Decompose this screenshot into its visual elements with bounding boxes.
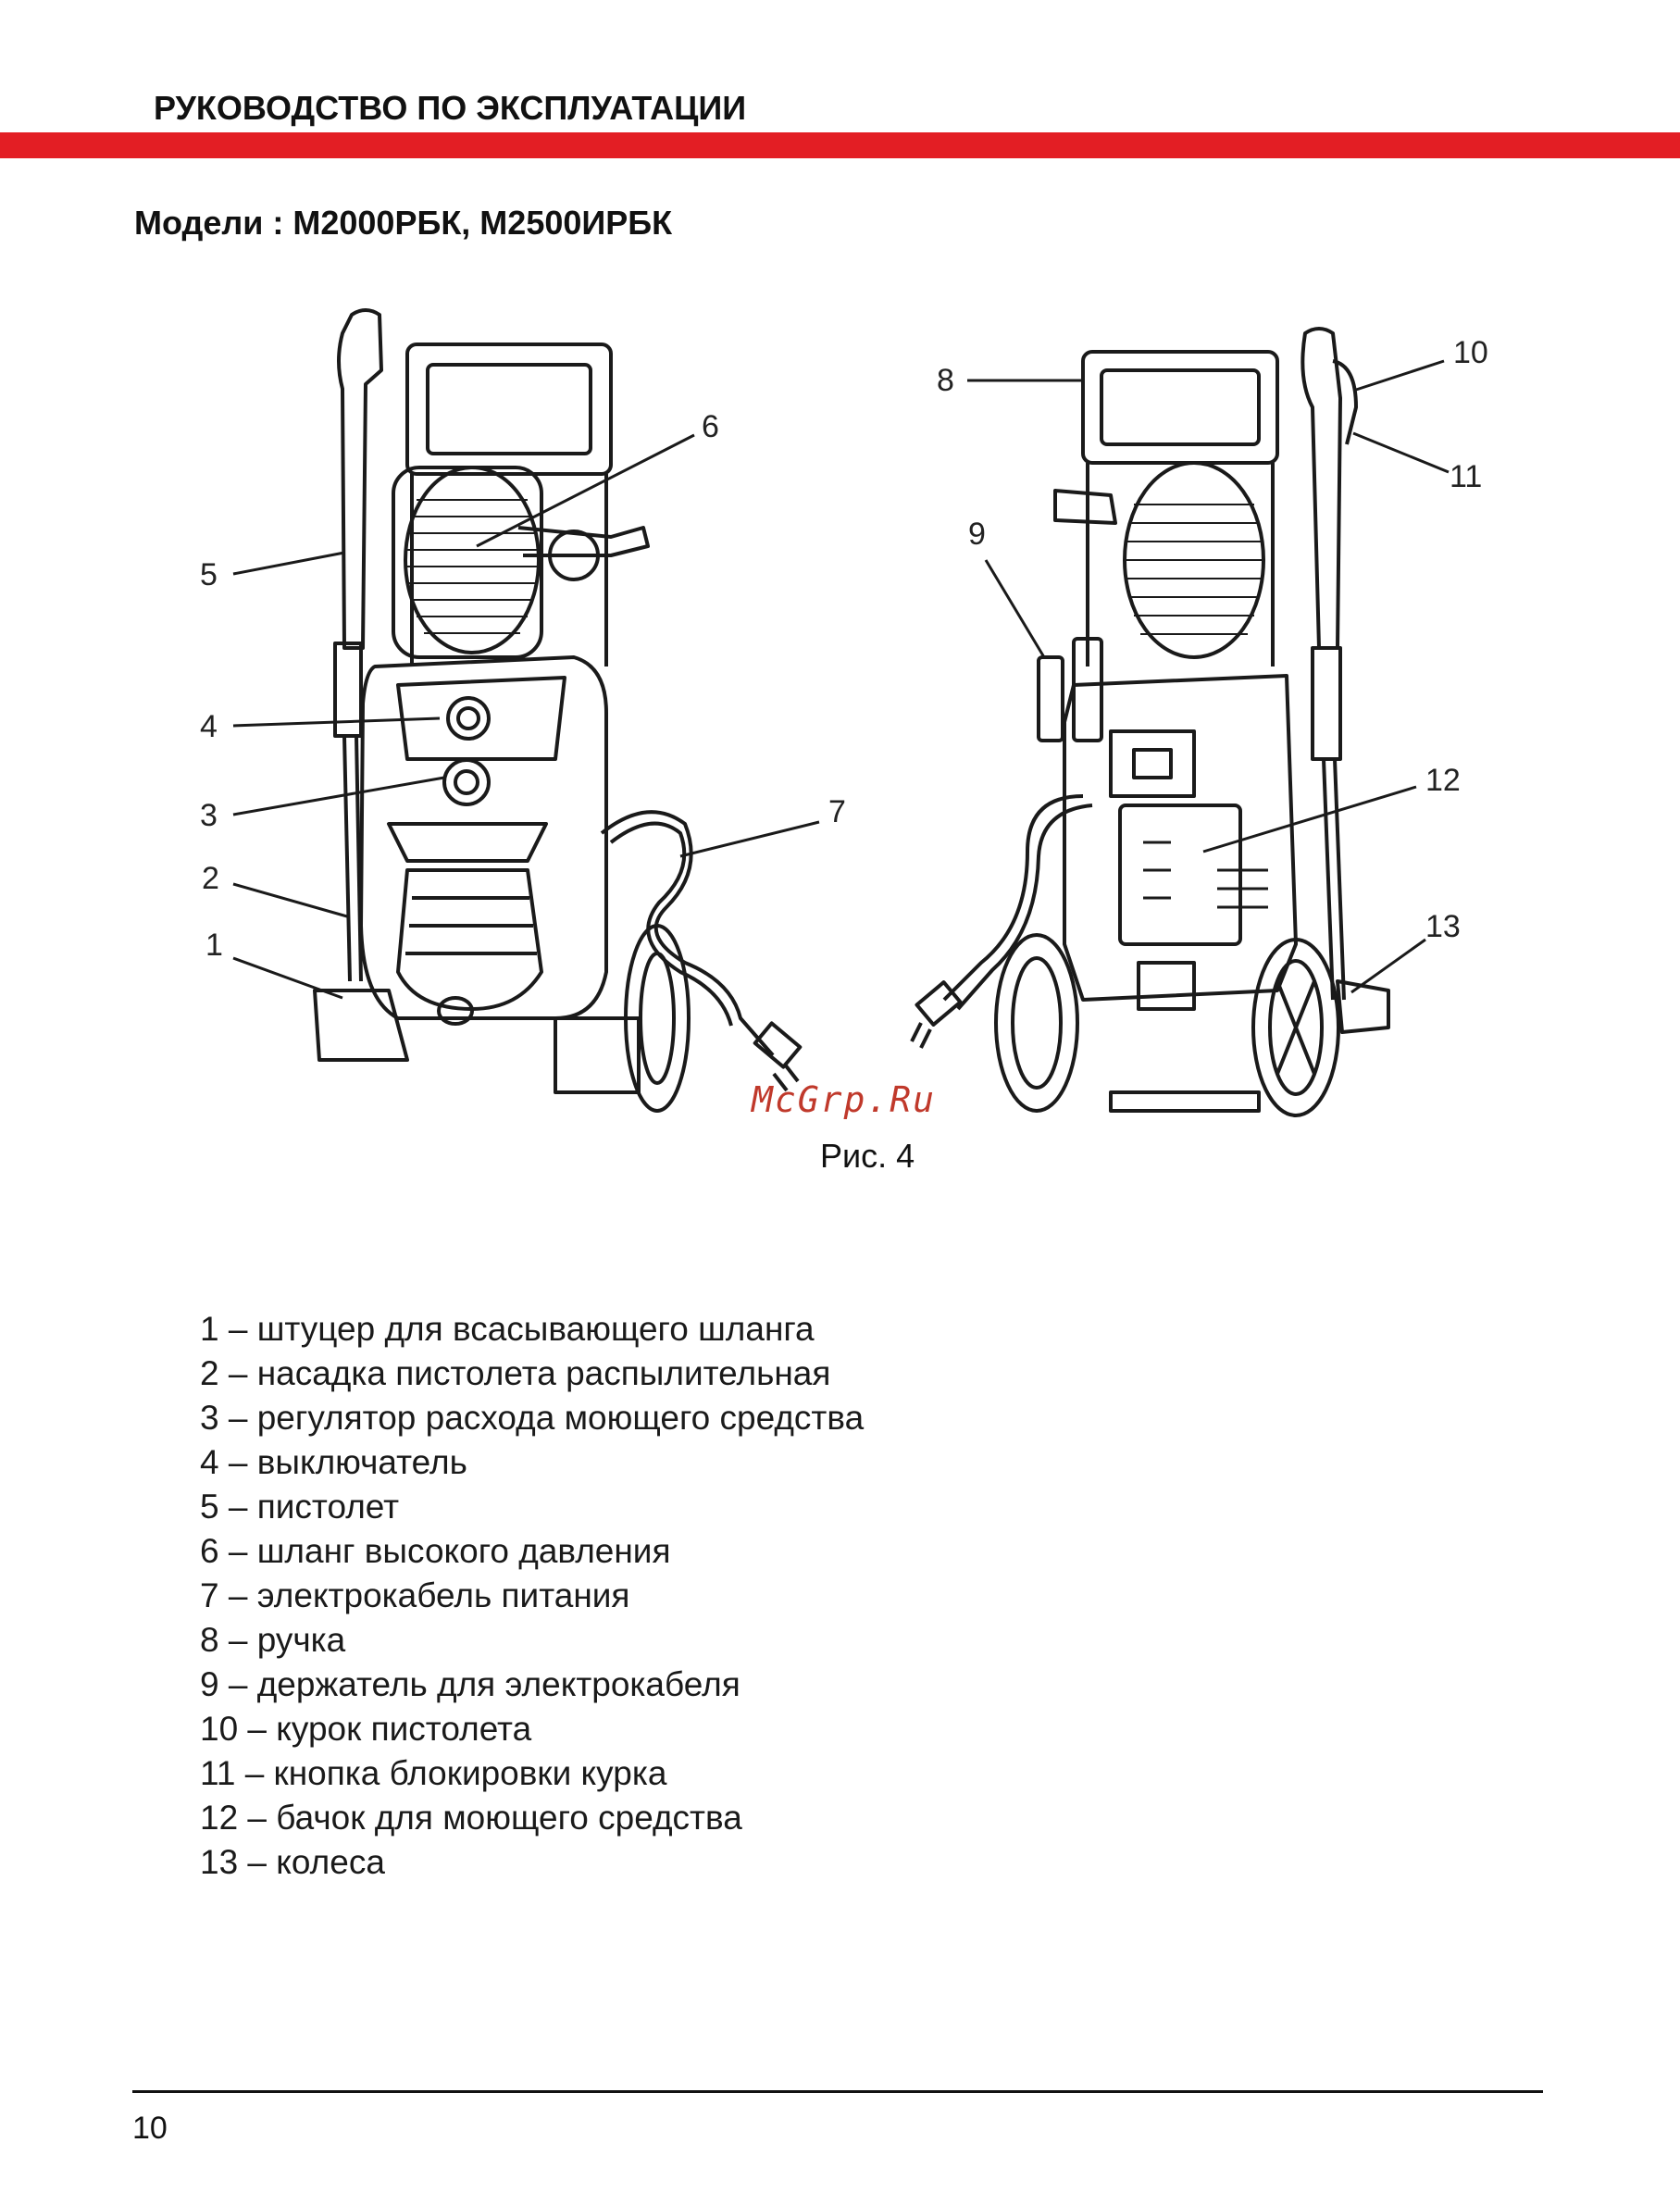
legend-item: 9 – держатель для электрокабеля: [200, 1665, 740, 1703]
figure-caption: Рис. 4: [820, 1137, 915, 1175]
callout-6: 6: [702, 409, 719, 444]
watermark: McGrp.Ru: [752, 1079, 937, 1120]
callout-10: 10: [1453, 335, 1488, 370]
callout-11: 11: [1450, 459, 1483, 494]
callout-3: 3: [200, 798, 218, 833]
callout-12: 12: [1425, 763, 1461, 798]
models-title: Модели : М2000РБК, М2500ИРБК: [134, 204, 673, 242]
parts-legend: 1 – штуцер для всасывающего шланга 2 – н…: [200, 1307, 864, 1885]
legend-item: 10 – курок пистолета: [200, 1710, 532, 1748]
legend-item: 7 – электрокабель питания: [200, 1576, 630, 1614]
callout-1: 1: [205, 928, 223, 963]
legend-item: 8 – ручка: [200, 1621, 346, 1659]
callout-13: 13: [1425, 909, 1461, 944]
callout-7: 7: [828, 794, 846, 829]
pressure-washer-illustration: [232, 308, 1450, 1117]
legend-item: 6 – шланг высокого давления: [200, 1532, 671, 1570]
legend-item: 4 – выключатель: [200, 1443, 467, 1481]
header-red-bar: [0, 132, 1680, 158]
callout-8: 8: [937, 363, 954, 398]
callout-2: 2: [202, 861, 219, 896]
page-number: 10: [132, 2111, 168, 2146]
legend-item: 12 – бачок для моющего средства: [200, 1799, 742, 1837]
legend-item: 3 – регулятор расхода моющего средства: [200, 1399, 865, 1437]
document-header-title: РУКОВОДСТВО ПО ЭКСПЛУАТАЦИИ: [154, 89, 747, 127]
legend-item: 13 – колеса: [200, 1843, 385, 1881]
footer-rule: [132, 2090, 1543, 2093]
legend-item: 2 – насадка пистолета распылительная: [200, 1354, 831, 1392]
legend-item: 11 – кнопка блокировки курка: [200, 1754, 667, 1792]
callout-4: 4: [200, 709, 218, 744]
callout-5: 5: [200, 557, 218, 592]
pressure-washer-figure: 1 2 3 4 5 6 7 8 9 10 11 12 13: [0, 278, 1680, 1166]
legend-item: 5 – пистолет: [200, 1488, 400, 1526]
callout-9: 9: [968, 517, 986, 552]
legend-item: 1 – штуцер для всасывающего шланга: [200, 1310, 815, 1348]
